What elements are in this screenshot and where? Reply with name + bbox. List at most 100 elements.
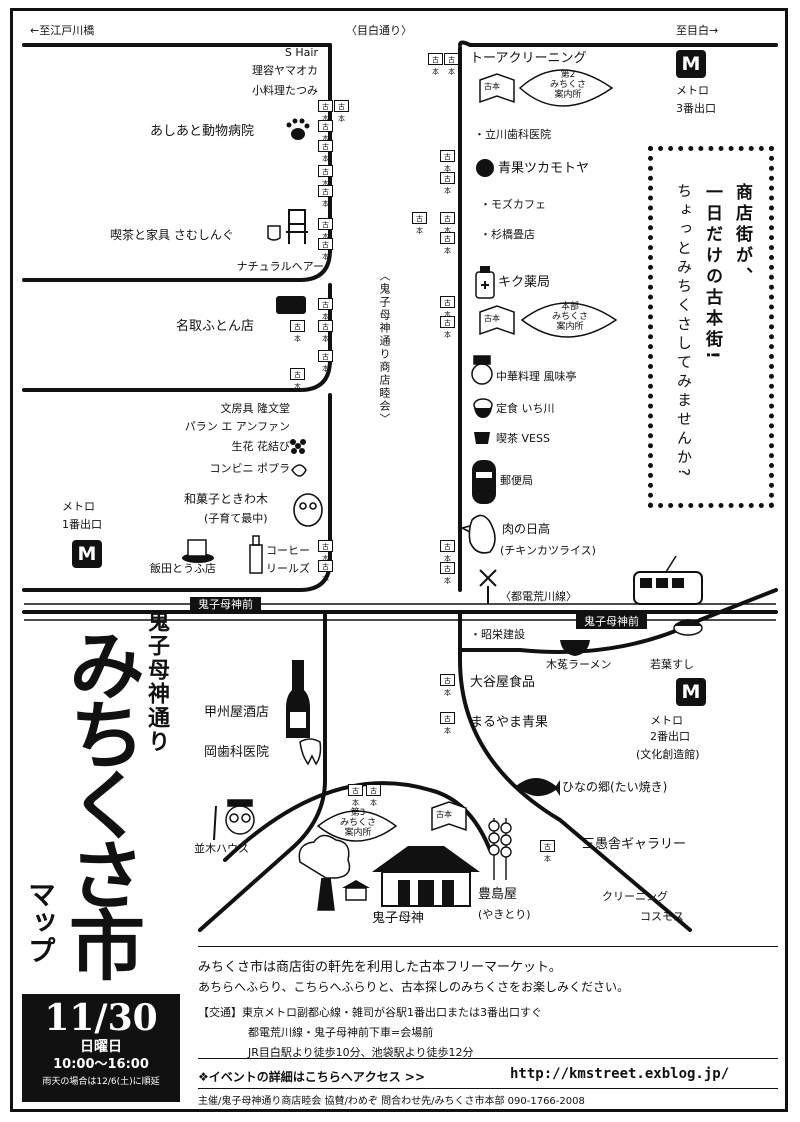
stall-sign: 古本 <box>318 238 333 261</box>
railway-label: 〈都電荒川線〉 <box>500 590 577 603</box>
event-hours: 10:00〜16:00 <box>53 1057 149 1072</box>
notice-line1: 商店街が、 <box>732 183 752 288</box>
metro-exit3-line2: 3番出口 <box>676 102 716 115</box>
futon-icon <box>276 296 306 314</box>
chef-icon <box>471 355 493 385</box>
shop-ryubundo: 文房具 隆文堂 <box>220 402 291 415</box>
shop-wakaba-sushi: 若葉すし <box>650 658 694 671</box>
metro-logo-icon: M <box>676 50 706 78</box>
shop-hinanosato: ひなの郷(たい焼き) <box>562 780 668 794</box>
shop-tatsumi: 小料理たつみ <box>252 84 318 97</box>
shop-vess: 喫茶 VESS <box>496 432 550 445</box>
shop-tachikawa-dental: ・立川歯科医院 <box>474 128 551 141</box>
stall-sign: 古本 <box>318 320 333 343</box>
station-kishimojinmae-right: 鬼子母神前 <box>576 614 647 629</box>
shop-coffee: コーヒー <box>266 544 310 557</box>
page-border <box>10 8 788 1112</box>
shop-something: 喫茶と家具 さむしんぐ <box>110 228 234 242</box>
tofu-icon <box>182 539 214 563</box>
event-date: 11/30 <box>44 997 158 1039</box>
title-main: みちくさ市 <box>56 626 145 976</box>
shop-sugihashi: ・杉橋畳店 <box>480 228 535 241</box>
stall-sign: 古本 <box>318 350 333 373</box>
stall-sign: 古本 <box>440 540 455 563</box>
notice-line3: ちょっとみちくさしてみませんか? <box>675 183 693 480</box>
stall-sign: 古本 <box>290 368 305 391</box>
shop-reels: リールズ <box>266 562 310 575</box>
station-kishimojinmae-left: 鬼子母神前 <box>190 597 261 612</box>
shop-sangusha: 三愚舎ギャラリー <box>582 837 687 852</box>
info-access3: JR目白駅より徒歩10分、池袋駅より徒歩12分 <box>248 1046 474 1059</box>
title-map: マップ <box>24 880 57 964</box>
stall-sign: 古本 <box>290 320 305 343</box>
stall-sign: 古本 <box>318 218 333 241</box>
shop-namiki-house: 並木ハウス <box>194 842 249 855</box>
metro-logo-icon: M <box>676 678 706 706</box>
rail-crossing-icon <box>479 569 497 604</box>
stall-sign: 古本 <box>440 296 455 319</box>
direction-mejiro: 至目白→ <box>676 24 719 37</box>
shop-hanamusubi: 生花 花結び <box>231 440 291 453</box>
notice-line2: 一日だけの古本街! <box>702 183 722 363</box>
medicine-icon <box>475 266 495 299</box>
owl-icon <box>293 493 323 527</box>
stall-sign: 古本 <box>428 53 443 76</box>
stall-sign: 古本 <box>318 185 333 208</box>
shop-fumitei: 中華料理 風味亭 <box>496 370 577 383</box>
stall-sign: 古本 <box>444 53 459 76</box>
divider <box>198 946 778 947</box>
shop-post-office: 郵便局 <box>500 474 533 487</box>
stall-sign: 古本 <box>318 298 333 321</box>
stall-sign: 古本 <box>334 100 349 123</box>
tram-icon <box>633 555 703 605</box>
shop-maruyama: まるやま青果 <box>470 715 549 730</box>
info-footer: 主催/鬼子母神通り商店睦会 協賛/わめぞ 問合わせ先/みちくさ市本部 090-1… <box>198 1096 585 1107</box>
shop-hidaka-note: (チキンカツライス) <box>500 544 596 557</box>
pencil-icon <box>213 805 217 841</box>
road-left-1 <box>22 43 332 282</box>
shop-mimizuku-ramen: 木菟ラーメン <box>546 658 612 671</box>
postbox-icon <box>472 460 496 504</box>
shop-moz-cafe: ・モズカフェ <box>480 198 546 211</box>
event-rain-date: 雨天の場合は12/6(土)に順延 <box>42 1077 160 1087</box>
waraku-label-3: 古本 <box>436 810 452 819</box>
dango-icon <box>488 818 512 880</box>
rice-bowl-icon <box>473 398 493 418</box>
paw-icon <box>286 118 310 140</box>
shop-shoei: ・昭栄建設 <box>470 628 525 641</box>
shop-cleaning: クリーニング <box>602 890 668 903</box>
shop-koshuya: 甲州屋酒店 <box>204 705 270 720</box>
metro-exit2-note: (文化創造館) <box>636 748 700 761</box>
metro-logo-icon: M <box>72 540 102 568</box>
stall-sign: 古本 <box>540 840 555 863</box>
shop-oka-dental: 岡歯科医院 <box>204 745 270 760</box>
shop-tsukamotoya: 青果ツカモトヤ <box>498 161 590 176</box>
road-shrine-approach <box>223 781 492 862</box>
road-lower-right <box>458 610 692 932</box>
bird-icon <box>459 514 496 554</box>
divider <box>198 1088 778 1089</box>
metro-exit1-line2: 1番出口 <box>62 518 102 531</box>
waraku-label-1: 古本 <box>484 82 500 91</box>
booth-leaf-icons <box>316 69 618 842</box>
stall-sign: 古本 <box>440 316 455 339</box>
shop-tokiwagi: 和菓子ときわ木 <box>184 492 269 506</box>
leaf-icon <box>291 464 307 477</box>
stall-sign: 古本 <box>366 784 381 807</box>
sushi-icon <box>673 619 703 636</box>
stall-sign: 古本 <box>440 150 455 173</box>
stall-sign: 古本 <box>318 120 333 143</box>
shop-ichikawa: 定食 いち川 <box>496 402 555 415</box>
taiyaki-icon <box>516 778 560 797</box>
stall-sign: 古本 <box>412 212 427 235</box>
booth-book-icons <box>431 73 515 832</box>
shop-hidaka: 肉の日高 <box>502 522 551 536</box>
info-line2: あちらへふらり、こちらへふらりと、古本探しのみちくさをお楽しみください。 <box>198 980 630 994</box>
waraku-label-2: 古本 <box>484 314 500 323</box>
stall-sign: 古本 <box>440 712 455 735</box>
street-name: 〈鬼子母神通り商店睦会〉 <box>378 270 391 426</box>
stall-sign: 古本 <box>440 674 455 697</box>
info-url-link[interactable]: http://kmstreet.exblog.jp/ <box>510 1066 730 1082</box>
